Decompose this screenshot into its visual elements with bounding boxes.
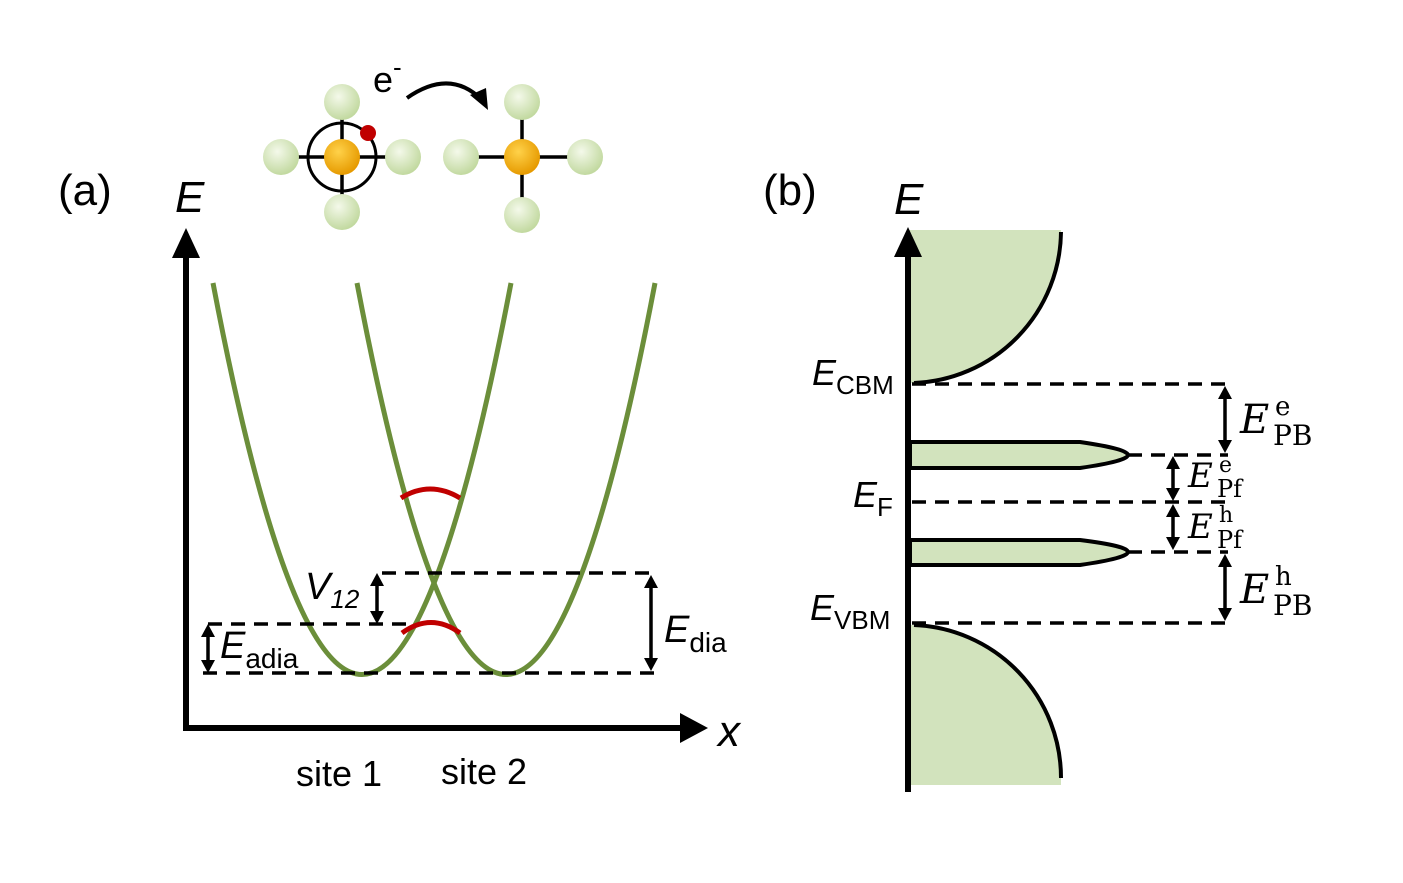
adiabatic-barrier-label: Eadia — [220, 625, 299, 674]
panel-a-axes — [183, 258, 682, 731]
panel-b-double-arrows — [1166, 386, 1232, 621]
svg-text:e: e — [1275, 392, 1290, 422]
site1-center-atom — [324, 139, 360, 175]
svg-text:E: E — [1239, 397, 1269, 443]
lower-adiabatic-arc — [400, 620, 462, 636]
panel-b-y-arrowhead — [894, 227, 922, 257]
site2-ligand-top — [504, 84, 540, 120]
site2-ligand-left — [443, 139, 479, 175]
svg-text:E: E — [1187, 456, 1213, 496]
panel-a-x-arrowhead — [680, 713, 708, 743]
curved-arrow-head — [470, 88, 488, 110]
svg-text:e: e — [1219, 453, 1232, 478]
valence-band — [908, 625, 1061, 785]
site1-ligand-left — [263, 139, 299, 175]
hole-polaron-binding-label: E h PB — [1239, 562, 1312, 622]
site2-ligand-right — [567, 139, 603, 175]
electron-polaron-state — [908, 440, 1131, 470]
polaron-distortion-ring — [306, 121, 378, 193]
electron-label: e- — [373, 52, 402, 100]
hole-polaron-formation-label: E h Pf — [1187, 503, 1244, 554]
site1-ligand-bottom — [324, 194, 360, 230]
site1-label: site 1 — [296, 753, 382, 794]
site2-label: site 2 — [441, 751, 527, 792]
svg-text:PB: PB — [1273, 419, 1312, 452]
conduction-band-edge — [913, 231, 1063, 385]
panel-a-y-arrowhead — [172, 228, 200, 258]
coupling-v12-label: V12 — [305, 566, 360, 614]
conduction-band — [908, 230, 1061, 383]
panel-b-dashed-levels — [912, 382, 1228, 625]
panel-b-label: (b) — [763, 166, 817, 215]
panel-a-double-arrows — [201, 573, 658, 673]
svg-text:Pf: Pf — [1217, 475, 1244, 503]
hole-polaron-state — [908, 538, 1131, 567]
site2-center-atom — [504, 139, 540, 175]
panel-a-x-axis-label: x — [716, 707, 742, 756]
electron-polaron-formation-label: E e Pf — [1187, 453, 1244, 503]
svg-text:E: E — [1239, 567, 1269, 613]
site1-energy-curve — [210, 282, 514, 677]
localized-electron-dot — [360, 125, 376, 141]
cbm-label: ECBM — [812, 352, 894, 400]
diabatic-barrier-label: Edia — [664, 609, 727, 658]
svg-text:h: h — [1275, 562, 1292, 592]
svg-text:h: h — [1219, 503, 1233, 528]
fermi-label: EF — [853, 474, 893, 522]
electron-polaron-binding-label: E e PB — [1239, 392, 1312, 452]
panel-a-y-axis-label: E — [175, 173, 205, 222]
svg-text:E: E — [1187, 507, 1213, 547]
panel-a: (a) E x — [58, 52, 742, 794]
site1-ligand-right — [385, 139, 421, 175]
svg-text:PB: PB — [1273, 589, 1312, 622]
site2-ligand-bottom — [504, 197, 540, 233]
panel-b: (b) E — [763, 166, 1312, 792]
site2-energy-curve — [354, 282, 658, 677]
panel-b-y-axis-label: E — [894, 175, 924, 224]
site2-molecule — [443, 84, 603, 233]
curved-arrow-icon — [405, 81, 484, 102]
valence-band-edge — [913, 623, 1064, 779]
site1-molecule — [263, 84, 421, 230]
upper-adiabatic-arc — [399, 486, 462, 501]
panel-a-dashed-levels — [203, 571, 658, 675]
vbm-label: EVBM — [810, 587, 890, 635]
site1-ligand-top — [324, 84, 360, 120]
svg-text:Pf: Pf — [1217, 526, 1244, 554]
panel-a-label: (a) — [58, 166, 112, 215]
